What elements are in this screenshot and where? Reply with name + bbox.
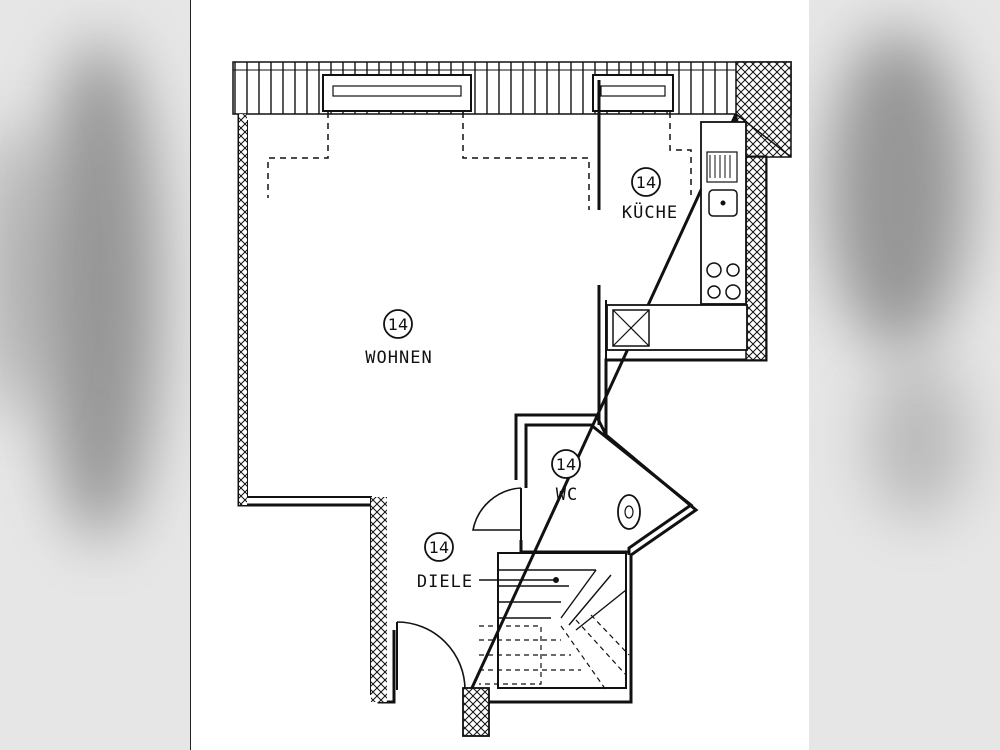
room-number-wohnen: 14 <box>388 315 408 334</box>
room-name-diele: DIELE <box>417 572 473 592</box>
room-name-wohnen: WOHNEN <box>365 348 432 368</box>
outer-wall <box>237 113 768 704</box>
wc-door <box>472 487 522 540</box>
room-number-diele: 14 <box>429 538 449 557</box>
wc-walls <box>514 413 694 555</box>
blurred-background-right <box>808 0 1000 750</box>
staircase <box>479 552 630 691</box>
roof-slope-lines <box>267 112 692 210</box>
room-label-wohnen: 14 WOHNEN <box>365 309 432 368</box>
entrance-door <box>396 621 490 737</box>
room-name-wc: WC <box>556 485 578 505</box>
blurred-background-left <box>0 0 190 750</box>
kitchen-counters <box>606 121 748 351</box>
dormer-windows <box>322 74 674 112</box>
room-label-wc: 14 WC <box>551 449 581 505</box>
toilet-icon <box>617 494 641 530</box>
room-label-diele: 14 DIELE <box>417 532 473 592</box>
room-label-kueche: 14 KÜCHE <box>622 167 678 223</box>
room-number-wc: 14 <box>556 455 576 474</box>
floor-plan: 14 WOHNEN 14 KÜCHE 14 WC 14 DIELE <box>232 61 792 737</box>
room-name-kueche: KÜCHE <box>622 201 678 223</box>
floor-plan-panel: 14 WOHNEN 14 KÜCHE 14 WC 14 DIELE <box>190 0 809 750</box>
kitchen-partition <box>597 80 607 425</box>
room-number-kueche: 14 <box>636 173 656 192</box>
